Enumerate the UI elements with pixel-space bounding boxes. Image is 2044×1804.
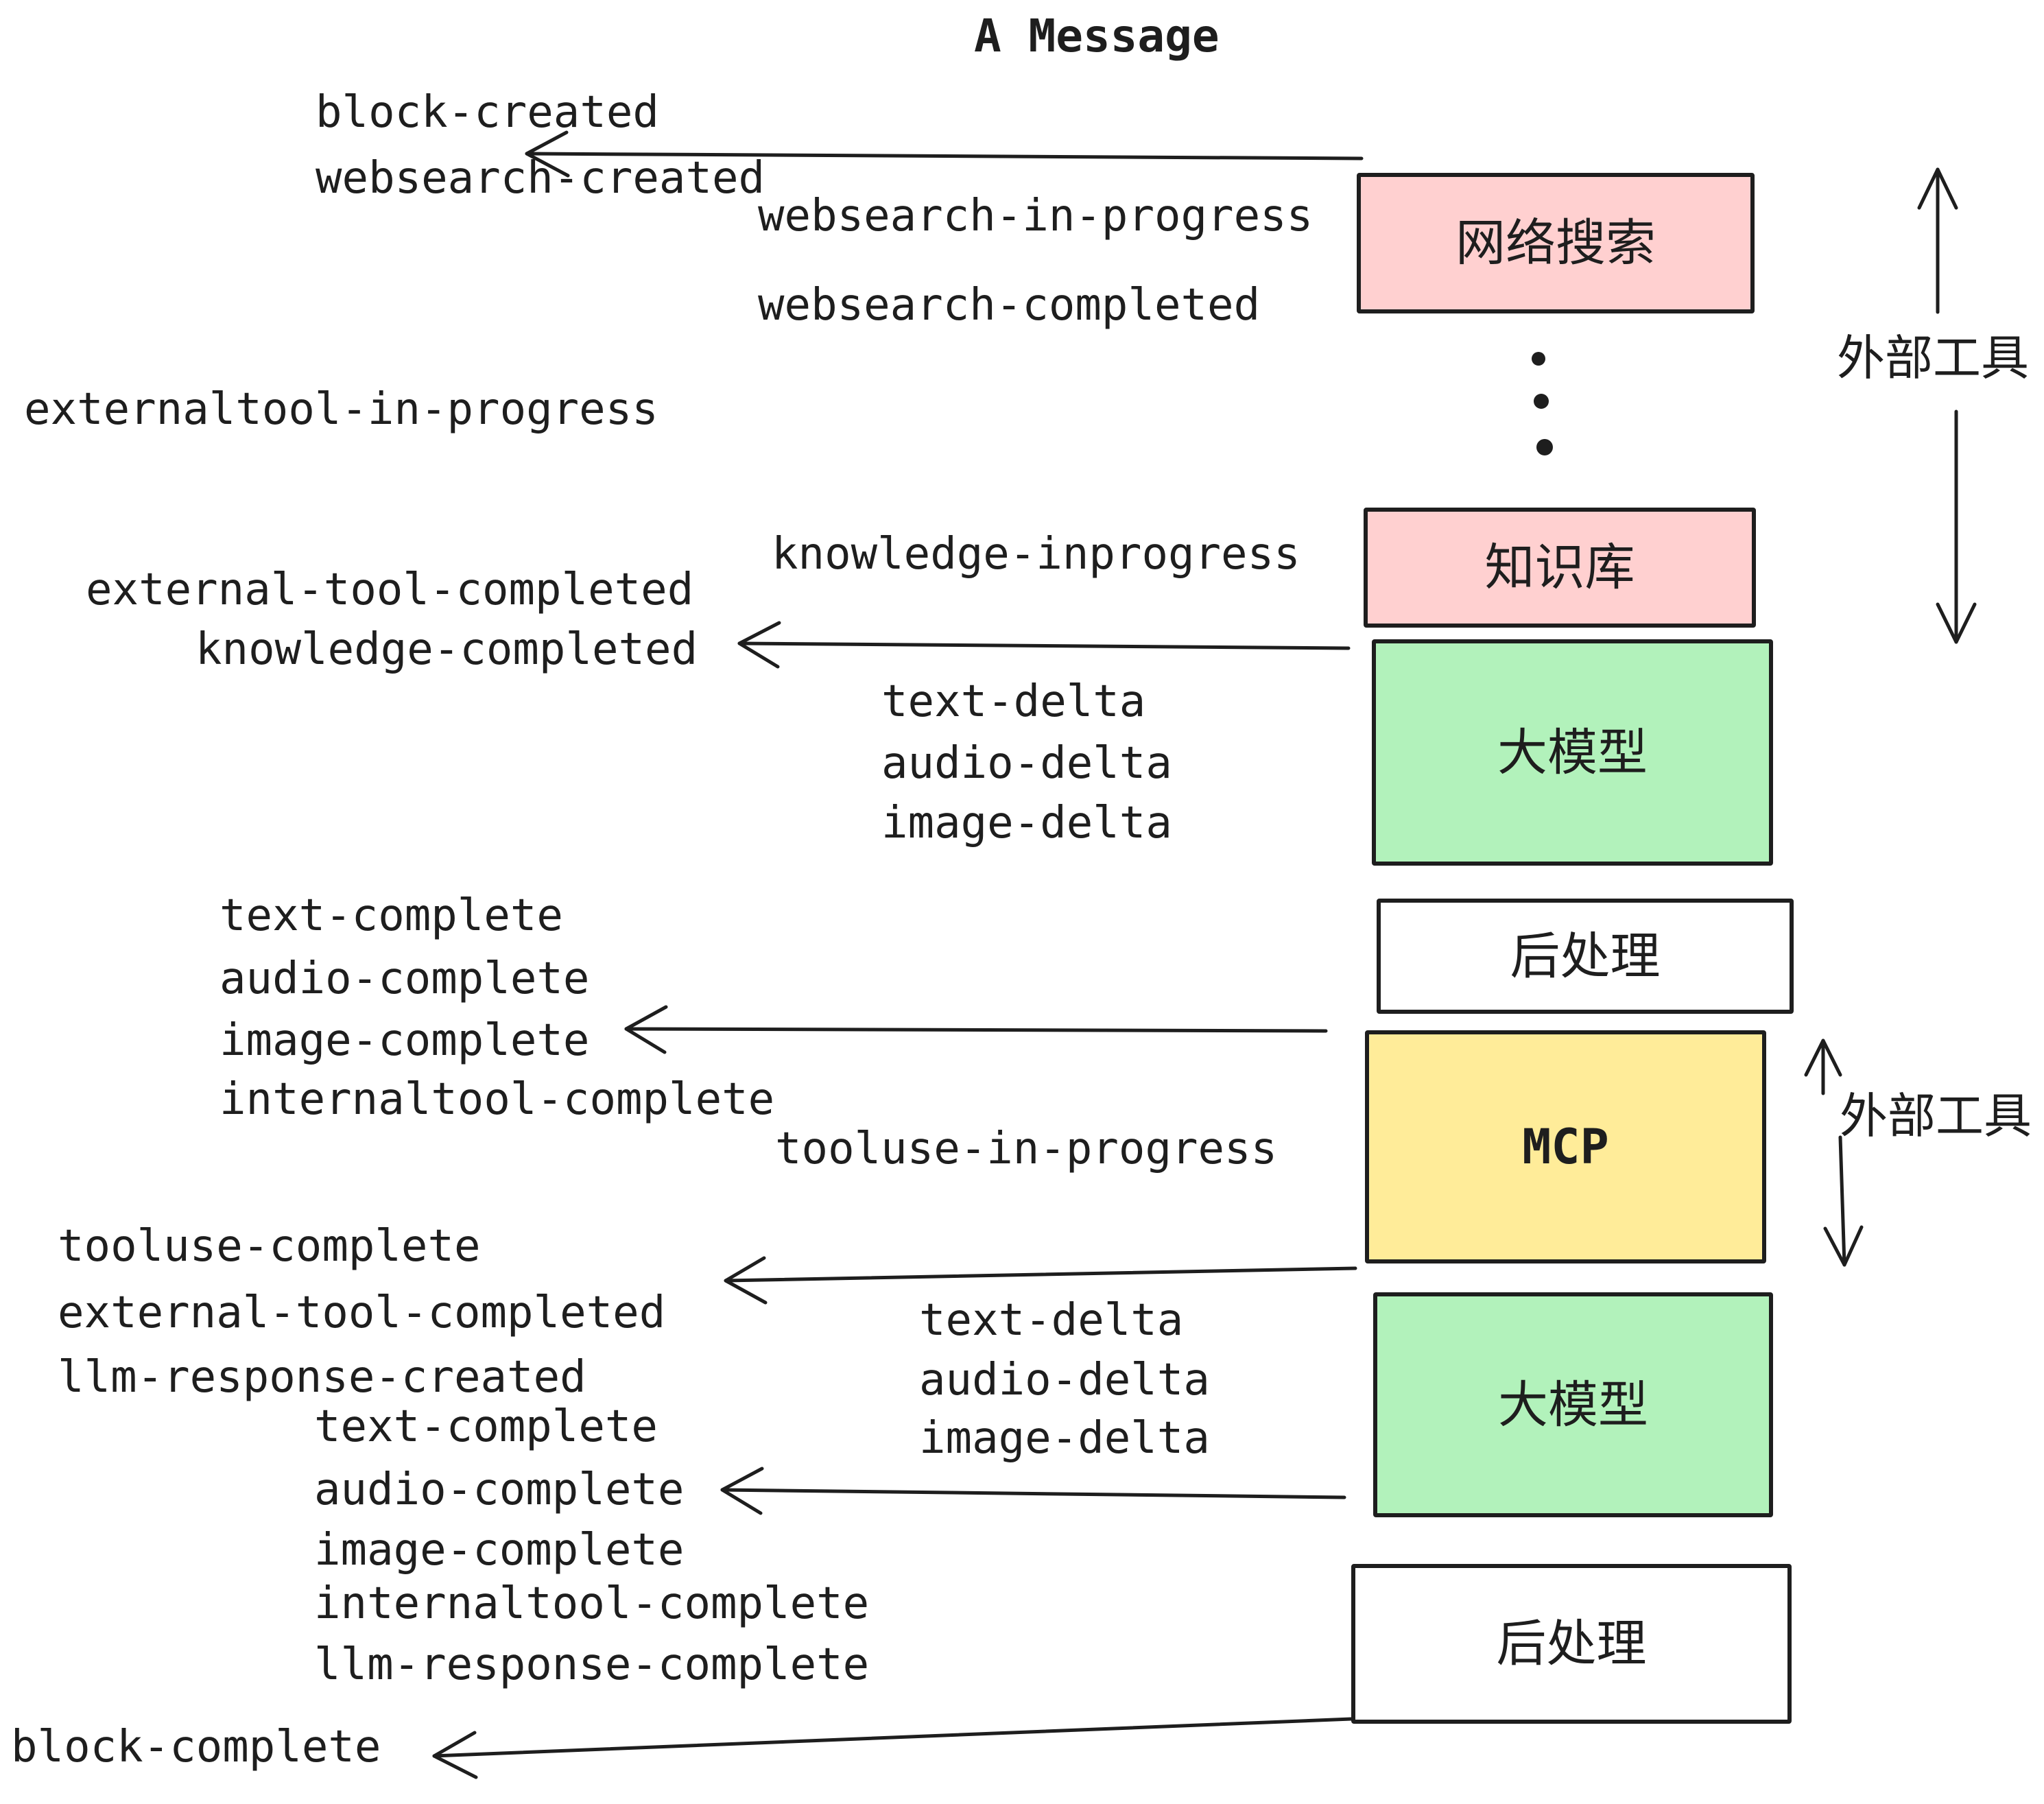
- event-audio-complete-2: audio-complete: [314, 1464, 685, 1515]
- arrowhead: [1823, 1225, 1864, 1267]
- arrowhead: [1917, 167, 1958, 210]
- event-knowledge-inprogress: knowledge-inprogress: [772, 529, 1300, 580]
- event-internaltool-complete-1: internaltool-complete: [219, 1074, 775, 1125]
- ellipsis-dot: [1532, 352, 1545, 366]
- arrowhead: [1804, 1039, 1842, 1077]
- ellipsis-dot: [1536, 439, 1553, 455]
- event-image-delta-1: image-delta: [881, 798, 1172, 848]
- diagram-title: A Message: [974, 10, 1220, 62]
- event-text-complete-2: text-complete: [314, 1401, 658, 1452]
- event-block-created: block-created: [316, 87, 659, 138]
- arrow-to-block-complete: [432, 1717, 1353, 1758]
- box-post-processing-1-label: 后处理: [1510, 927, 1661, 986]
- event-internaltool-complete-2: internaltool-complete: [314, 1578, 870, 1629]
- event-image-complete-2: image-complete: [314, 1525, 685, 1576]
- arrow-to-external-tool-completed: [724, 1266, 1357, 1283]
- ellipsis-dot: [1534, 394, 1549, 409]
- box-llm-2: 大模型: [1373, 1292, 1773, 1517]
- event-knowledge-completed: knowledge-completed: [195, 624, 698, 675]
- external-tool-down-arrow-2: [1838, 1135, 1846, 1267]
- external-tool-annotation-2: 外部工具: [1840, 1088, 2032, 1144]
- arrow-to-audio-complete: [720, 1488, 1346, 1499]
- box-llm-1: 大模型: [1372, 639, 1773, 866]
- arrowhead: [724, 1256, 768, 1305]
- event-websearch-in-progress: websearch-in-progress: [758, 191, 1314, 241]
- box-knowledge-label: 知识库: [1484, 538, 1635, 597]
- event-audio-delta-2: audio-delta: [919, 1355, 1210, 1405]
- event-external-tool-completed: external-tool-completed: [86, 565, 694, 615]
- box-post-processing-2: 后处理: [1351, 1564, 1792, 1724]
- arrowhead: [1936, 602, 1977, 644]
- event-text-complete-1: text-complete: [219, 890, 563, 941]
- event-block-complete: block-complete: [11, 1722, 381, 1772]
- event-tooluse-in-progress: tooluse-in-progress: [775, 1124, 1278, 1174]
- event-audio-complete-1: audio-complete: [219, 953, 590, 1004]
- arrow-to-knowledge-completed: [737, 641, 1351, 650]
- event-websearch-created: websearch-created: [316, 153, 765, 204]
- box-llm-2-label: 大模型: [1498, 1375, 1648, 1434]
- event-websearch-completed: websearch-completed: [758, 280, 1261, 331]
- box-knowledge: 知识库: [1364, 508, 1756, 628]
- arrow-to-image-complete: [624, 1027, 1328, 1033]
- event-image-complete-1: image-complete: [219, 1015, 590, 1066]
- box-post-processing-2-label: 后处理: [1496, 1615, 1647, 1673]
- event-image-delta-2: image-delta: [919, 1413, 1210, 1464]
- box-post-processing-1: 后处理: [1377, 899, 1794, 1014]
- event-text-delta-2: text-delta: [919, 1295, 1184, 1346]
- box-websearch: 网络搜索: [1357, 173, 1755, 313]
- arrowhead: [720, 1467, 764, 1515]
- arrowhead: [432, 1731, 478, 1779]
- event-tooluse-complete: tooluse-complete: [58, 1221, 481, 1272]
- box-mcp: MCP: [1365, 1030, 1766, 1263]
- box-mcp-label: MCP: [1522, 1119, 1609, 1175]
- event-text-delta-1: text-delta: [881, 676, 1146, 727]
- box-websearch-label: 网络搜索: [1455, 214, 1656, 272]
- event-externaltool-in-progress: externaltool-in-progress: [24, 384, 658, 435]
- box-llm-1-label: 大模型: [1497, 723, 1648, 782]
- external-tool-annotation-1: 外部工具: [1837, 330, 2029, 386]
- event-llm-response-complete: llm-response-complete: [314, 1639, 870, 1690]
- event-external-tool-completed-2: external-tool-completed: [58, 1287, 666, 1338]
- event-llm-response-created: llm-response-created: [58, 1352, 586, 1403]
- event-audio-delta-1: audio-delta: [881, 738, 1172, 789]
- arrowhead: [737, 621, 781, 669]
- arrowhead: [624, 1005, 668, 1054]
